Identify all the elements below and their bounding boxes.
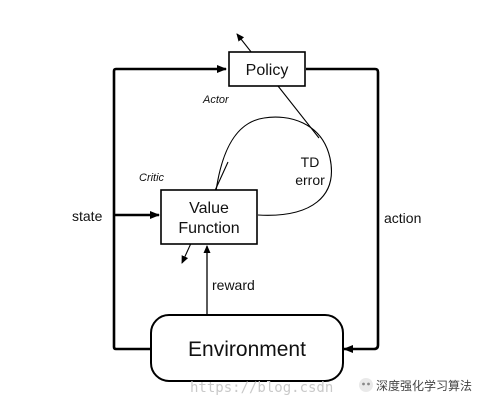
policy-label: Policy (246, 62, 289, 79)
td-label-line1: TD (301, 154, 320, 170)
state-label: state (72, 208, 103, 224)
td-error-curve (215, 116, 332, 216)
value-function-label-line1: Value (189, 200, 229, 217)
watermark-url: https://blog.csdn (190, 380, 333, 396)
actor-label: Actor (202, 94, 230, 106)
action-arrow (306, 67, 380, 353)
value-function-box (160, 189, 258, 245)
environment-label: Environment (188, 338, 306, 361)
environment-box (150, 314, 344, 382)
td-label-line2: error (295, 172, 325, 188)
watermark-brand: 深度强化学习算法 (376, 378, 472, 393)
watermark-logo-icon (359, 378, 373, 392)
reward-label: reward (212, 277, 255, 293)
value-function-label-line2: Function (178, 220, 239, 237)
state-to-policy-arrow (112, 65, 227, 351)
critic-label: Critic (139, 172, 165, 184)
action-label: action (384, 210, 421, 226)
policy-box (228, 51, 306, 87)
